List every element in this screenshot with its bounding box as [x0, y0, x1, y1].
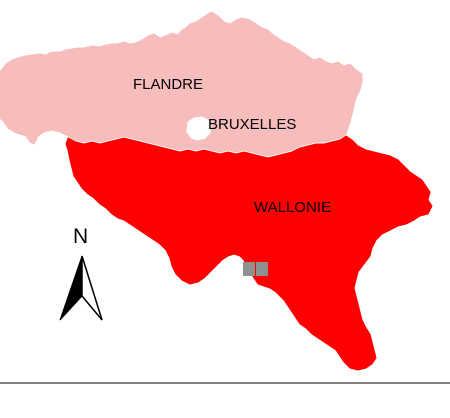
enclave-square-left — [243, 262, 255, 276]
region-wallonie[interactable] — [65, 135, 433, 371]
label-wallonie: WALLONIE — [254, 199, 331, 216]
north-arrow-icon — [59, 255, 103, 321]
label-bruxelles: BRUXELLES — [208, 116, 296, 133]
north-letter: N — [73, 225, 88, 248]
region-bruxelles[interactable] — [186, 116, 212, 141]
region-flandre[interactable] — [0, 11, 363, 157]
label-flandre: FLANDRE — [133, 76, 203, 93]
enclave-square-right — [256, 262, 268, 276]
